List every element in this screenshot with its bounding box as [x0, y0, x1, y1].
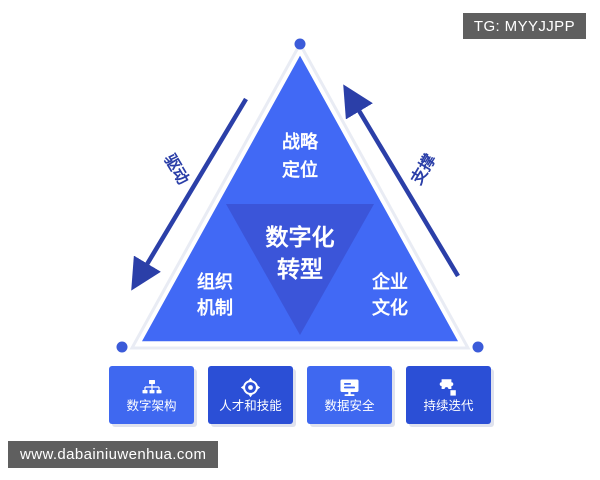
triangle-diagram: 驱动 支撑 战略 定位 数字化 转型 组织 机制 企业 文化: [116, 38, 484, 353]
pillar-card-data-security[interactable]: 数据安全: [307, 366, 392, 424]
center-label-line2: 转型: [277, 256, 323, 283]
vertex-label-bottom-right-line1: 企业: [371, 271, 408, 293]
pillar-card-label: 持续迭代: [423, 397, 474, 413]
pillar-card-continuous-iteration[interactable]: 持续迭代: [406, 366, 491, 424]
watermark-url: www.dabainiuwenhua.com: [8, 441, 219, 468]
vertex-label-apex-line1: 战略: [282, 131, 319, 153]
vertex-dot-bottom-right: [472, 341, 484, 353]
vertex-dot-bottom-left: [116, 341, 128, 353]
arrow-right: [343, 84, 460, 278]
target-icon: [240, 378, 262, 398]
triangle-main-fill: [139, 52, 461, 343]
pillar-card-talent-and-skills[interactable]: 人才和技能: [208, 366, 293, 424]
vertex-label-bottom-left-line2: 机制: [197, 298, 233, 319]
vertex-dot-apex: [294, 38, 306, 50]
triangle-outline: [129, 40, 471, 350]
triangle-inner-stroke: [136, 48, 464, 345]
arrow-right-label: 支撑: [406, 151, 439, 189]
pillar-card-list: 数字架构 人才和技能: [0, 366, 600, 428]
arrow-left: [131, 97, 248, 291]
center-label-line1: 数字化: [266, 224, 335, 251]
arrow-left-label: 驱动: [160, 151, 193, 188]
watermark-tag: TG: MYYJJPP: [462, 13, 586, 39]
monitor-icon: [339, 378, 361, 398]
org-chart-icon: [141, 378, 163, 398]
pillar-card-label: 数字架构: [126, 397, 177, 413]
inverted-triangle: [226, 204, 374, 335]
pillar-card-digital-architecture[interactable]: 数字架构: [109, 366, 194, 424]
pillar-card-label: 人才和技能: [219, 397, 282, 413]
vertex-label-bottom-left-line1: 组织: [197, 271, 233, 293]
vertex-label-bottom-right-line2: 文化: [372, 297, 408, 319]
pillar-card-label: 数据安全: [324, 397, 375, 413]
vertex-label-apex-line2: 定位: [282, 159, 318, 181]
puzzle-icon: [438, 378, 460, 398]
